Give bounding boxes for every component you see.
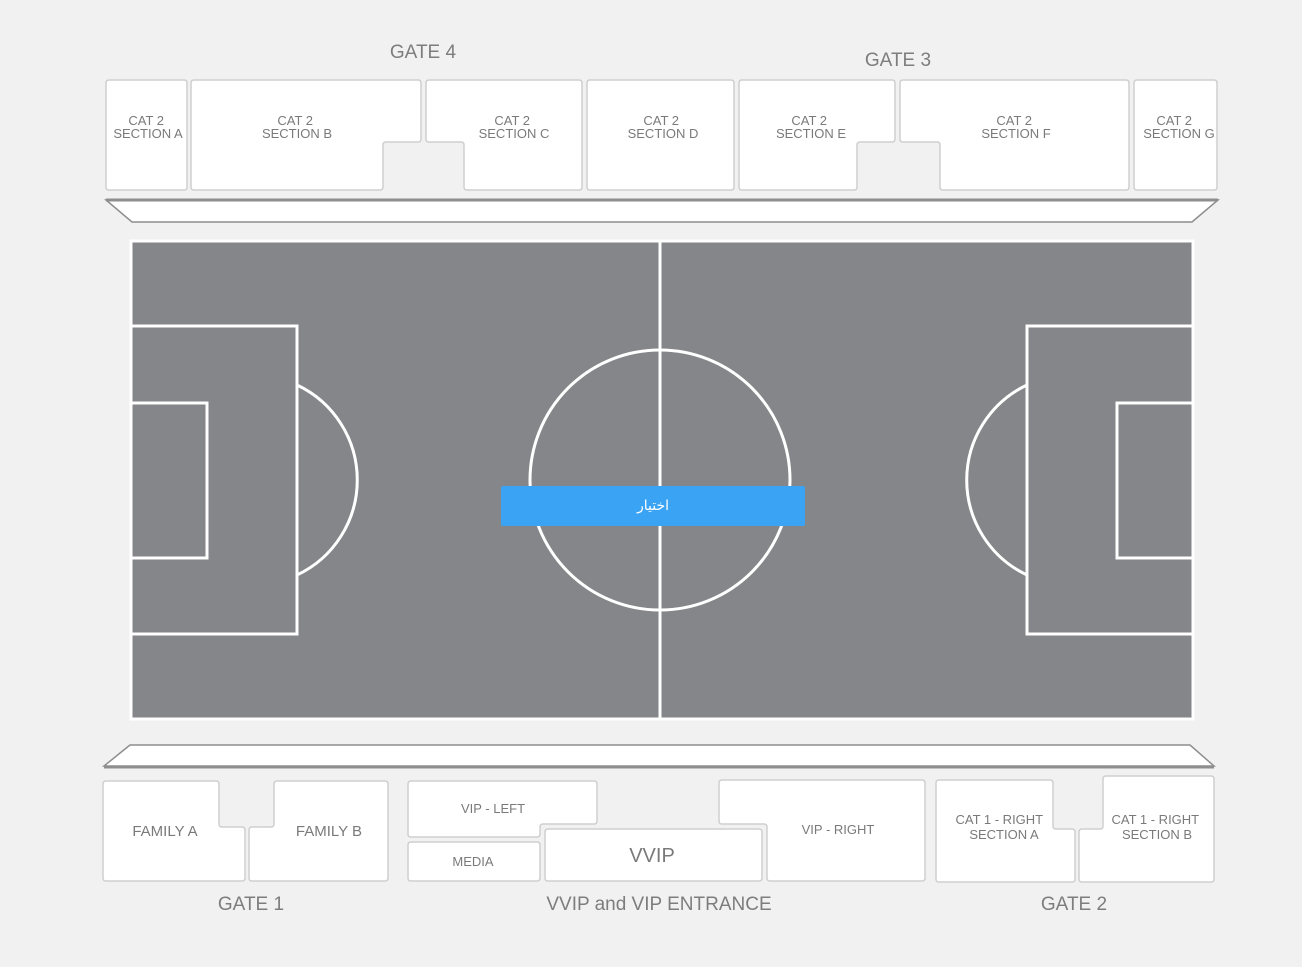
section-vvip[interactable]: VVIP: [544, 828, 763, 882]
section-cat2-e[interactable]: CAT 2 SECTION E: [738, 79, 896, 191]
right-penalty-arc: [965, 383, 1028, 577]
bottom-stand-edge: [101, 744, 1216, 767]
section-family-a[interactable]: FAMILY A: [102, 780, 246, 882]
section-cat2-b-line1: CAT 2: [277, 113, 313, 128]
svg-text:CAT 2 SECTION G: CAT 2 SECTION G: [1143, 113, 1215, 141]
svg-text:CAT 2 SECTION F: CAT 2 SECTION F: [981, 113, 1050, 141]
top-stand-edge: [103, 199, 1221, 223]
section-cat2-g-line1: CAT 2: [1156, 113, 1192, 128]
svg-text:CAT 2 SECTION A: CAT 2 SECTION A: [113, 113, 183, 141]
section-cat2-c-line1: CAT 2: [494, 113, 530, 128]
section-cat2-e-line2: SECTION E: [776, 126, 846, 141]
section-cat2-d[interactable]: CAT 2 SECTION D: [586, 79, 735, 191]
center-circle: [528, 348, 792, 612]
gate-3-label: GATE 3: [865, 50, 931, 71]
section-vip-left-label: VIP - LEFT: [461, 801, 525, 816]
section-cat2-b-line2: SECTION B: [262, 126, 332, 141]
svg-text:CAT 1 - RIGHT SECTION B: CAT 1 - RIGHT SECTION B: [1111, 812, 1202, 842]
section-cat2-f[interactable]: CAT 2 SECTION F: [899, 79, 1130, 191]
svg-text:CAT 2 SECTION D: CAT 2 SECTION D: [628, 113, 699, 141]
section-cat1-right-b[interactable]: CAT 1 - RIGHT SECTION B: [1078, 775, 1215, 883]
section-media[interactable]: MEDIA: [407, 841, 541, 882]
section-cat1-right-b-line1: CAT 1 - RIGHT: [1111, 812, 1199, 827]
section-cat2-f-line2: SECTION F: [981, 126, 1050, 141]
section-vvip-label: VVIP: [629, 845, 675, 867]
section-cat2-f-line1: CAT 2: [996, 113, 1032, 128]
right-goal-area: [1115, 401, 1195, 560]
section-cat2-g[interactable]: CAT 2 SECTION G: [1133, 79, 1218, 191]
pitch-field: [129, 239, 1195, 721]
select-button[interactable]: اختيار: [501, 486, 805, 526]
section-cat1-right-a[interactable]: CAT 1 - RIGHT SECTION A: [935, 779, 1076, 883]
svg-text:CAT 1 - RIGHT SECTION A: CAT 1 - RIGHT SECTION A: [955, 812, 1046, 842]
section-cat1-right-a-line1: CAT 1 - RIGHT: [955, 812, 1043, 827]
section-cat2-d-line2: SECTION D: [628, 126, 699, 141]
section-cat2-e-line1: CAT 2: [791, 113, 827, 128]
section-cat2-d-line1: CAT 2: [643, 113, 679, 128]
vip-entrance-label: VVIP and VIP ENTRANCE: [546, 894, 771, 915]
section-cat2-c-line2: SECTION C: [479, 126, 550, 141]
left-penalty-arc: [296, 383, 359, 577]
section-cat2-g-line2: SECTION G: [1143, 126, 1215, 141]
section-family-b[interactable]: FAMILY B: [248, 780, 389, 882]
section-cat1-right-b-line2: SECTION B: [1122, 827, 1192, 842]
left-goal-area: [129, 401, 209, 560]
gate-1-label: GATE 1: [218, 894, 284, 915]
section-vip-right-label: VIP - RIGHT: [802, 822, 875, 837]
section-cat2-a-line1: CAT 2: [128, 113, 164, 128]
football-pitch: [129, 239, 1195, 721]
section-vip-right[interactable]: VIP - RIGHT: [718, 779, 926, 882]
section-cat2-a[interactable]: CAT 2 SECTION A: [105, 79, 188, 191]
section-cat1-right-a-line2: SECTION A: [969, 827, 1039, 842]
section-vip-left[interactable]: VIP - LEFT: [407, 780, 598, 838]
gate-2-label: GATE 2: [1041, 894, 1107, 915]
section-family-b-label: FAMILY B: [296, 823, 362, 840]
svg-text:CAT 2 SECTION C: CAT 2 SECTION C: [479, 113, 550, 141]
svg-text:CAT 2 SECTION B: CAT 2 SECTION B: [262, 113, 332, 141]
section-cat2-a-line2: SECTION A: [113, 126, 183, 141]
section-media-label: MEDIA: [452, 854, 494, 869]
section-family-a-label: FAMILY A: [132, 823, 197, 840]
section-cat2-b[interactable]: CAT 2 SECTION B: [190, 79, 422, 191]
gate-4-label: GATE 4: [390, 42, 457, 63]
section-cat2-c[interactable]: CAT 2 SECTION C: [425, 79, 583, 191]
svg-text:CAT 2 SECTION E: CAT 2 SECTION E: [776, 113, 846, 141]
